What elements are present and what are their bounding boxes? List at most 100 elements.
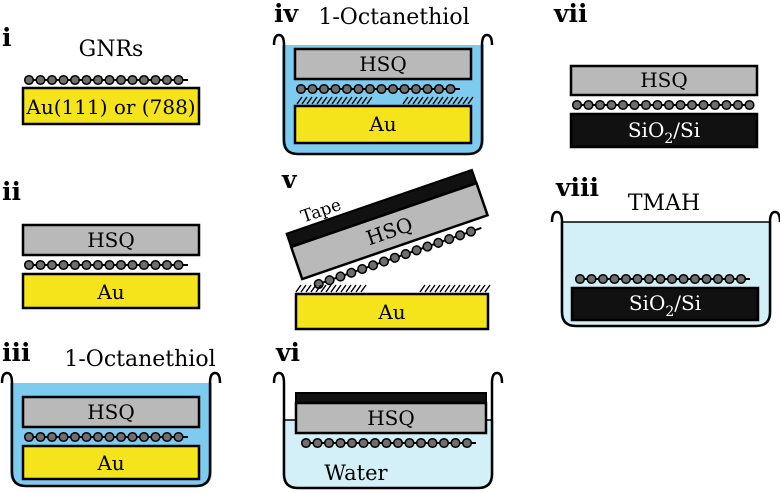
- ribbon-bead: [404, 437, 415, 449]
- panel-numeral-i: i: [2, 23, 12, 52]
- thiol-molecule: [315, 284, 322, 293]
- ribbon-bead: [81, 259, 92, 271]
- thiol-molecule: [340, 284, 347, 293]
- thiol-molecule: [474, 284, 481, 293]
- ribbon-bead: [400, 248, 411, 260]
- ribbon-bead: [127, 431, 138, 443]
- thiol-molecule: [437, 96, 444, 105]
- substrate-label-tail: /Si: [674, 291, 701, 315]
- ribbon-bead: [23, 259, 35, 271]
- ribbon-bead: [35, 431, 46, 443]
- ribbon-bead: [445, 83, 456, 95]
- ribbon-bead: [744, 99, 755, 111]
- bath-liquid: [282, 420, 494, 488]
- ribbon-bead: [23, 74, 35, 86]
- gnr-ribbon: [23, 259, 188, 271]
- ribbon-bead: [104, 74, 115, 86]
- thiol-molecule: [459, 284, 466, 293]
- tilted-stack: Tape HSQ: [285, 168, 490, 290]
- gnrs-title: GNRs: [79, 37, 144, 62]
- substrate-label-subscript: 2: [665, 304, 674, 320]
- thiol-monolayer: [295, 284, 491, 293]
- ribbon-bead: [709, 99, 721, 111]
- thiol-molecule: [335, 284, 342, 293]
- ribbon-bead: [427, 437, 438, 449]
- ribbon-bead: [69, 259, 81, 271]
- ribbon-bead: [583, 99, 594, 111]
- hsq-layer: [569, 64, 759, 97]
- thiol-molecule: [454, 284, 461, 293]
- thiol-molecule: [305, 284, 312, 293]
- thiol-molecule: [429, 284, 436, 293]
- gnr-ribbon: [295, 83, 460, 95]
- thiol-molecule: [419, 284, 426, 293]
- ribbon-bead: [368, 260, 379, 271]
- thiol-monolayer: [296, 96, 474, 105]
- gold-substrate: [21, 444, 201, 481]
- ribbon-bead: [689, 273, 701, 285]
- sio2-si-substrate: [569, 112, 759, 149]
- ribbon-bead: [698, 99, 709, 111]
- ribbon-bead: [300, 437, 312, 449]
- thiol-molecule: [330, 284, 337, 293]
- ribbon-bead: [330, 83, 341, 95]
- ribbon-bead: [410, 83, 422, 95]
- ribbon-bead: [346, 437, 358, 449]
- gnr-ribbon: [574, 273, 750, 285]
- ribbon-bead: [318, 83, 330, 95]
- thiol-molecule: [427, 96, 434, 105]
- ribbon-bead: [58, 431, 69, 443]
- gnr-ribbon: [300, 437, 476, 449]
- gnr-ribbon: [313, 226, 482, 290]
- ribbon-bead: [161, 431, 173, 443]
- ribbon-bead: [666, 273, 678, 285]
- panel-numeral-iii: iii: [2, 338, 31, 367]
- ribbon-bead: [312, 437, 323, 449]
- ribbon-bead: [104, 259, 115, 271]
- ribbon-bead: [353, 83, 364, 95]
- thiol-molecule: [402, 96, 409, 105]
- ribbon-bead: [58, 259, 69, 271]
- thiol-molecule: [316, 96, 323, 105]
- thiol-molecule: [417, 96, 424, 105]
- ribbon-bead: [115, 431, 127, 443]
- ribbon-bead: [606, 99, 617, 111]
- ribbon-bead: [663, 99, 675, 111]
- substrate-label: Au: [96, 280, 124, 304]
- thiol-molecule: [449, 284, 456, 293]
- ribbon-bead: [127, 259, 138, 271]
- ribbon-bead: [643, 273, 655, 285]
- thiol-molecule: [424, 284, 431, 293]
- ribbon-backbone: [318, 227, 482, 285]
- ribbon-bead: [609, 273, 620, 285]
- ribbon-bead: [640, 99, 652, 111]
- gnr-ribbon: [23, 431, 188, 443]
- panel-vi: vi HSQ Water: [272, 338, 504, 490]
- substrate-label: Au(111) or (788): [25, 95, 195, 119]
- sio2-si-substrate: [570, 286, 760, 322]
- thiol-molecule: [464, 284, 471, 293]
- substrate-label: Au: [96, 451, 124, 475]
- ribbon-bead: [104, 431, 115, 443]
- ribbon-bead: [455, 230, 466, 241]
- thiol-molecule: [326, 96, 333, 105]
- ribbon-bead: [655, 273, 666, 285]
- panel-iv: iv 1-Octanethiol HSQ Au: [272, 0, 494, 156]
- ribbon-bead: [444, 234, 455, 245]
- ribbon-bead: [586, 273, 597, 285]
- thiol-molecule: [296, 96, 303, 105]
- gold-substrate: [21, 86, 201, 126]
- ribbon-bead: [433, 237, 444, 248]
- thiol-molecule: [355, 284, 362, 293]
- panel-numeral-viii: viii: [555, 173, 599, 202]
- ribbon-bead: [422, 83, 433, 95]
- panel-vii: vii HSQ SiO2/Si: [553, 0, 759, 149]
- ribbon-bead: [81, 431, 92, 443]
- ribbon-bead: [712, 273, 724, 285]
- panel-v: v Tape HSQ Au: [281, 165, 491, 331]
- thiol-molecule: [310, 284, 317, 293]
- gold-substrate: [21, 272, 201, 310]
- hsq-label: HSQ: [367, 406, 415, 430]
- ribbon-bead: [92, 74, 104, 86]
